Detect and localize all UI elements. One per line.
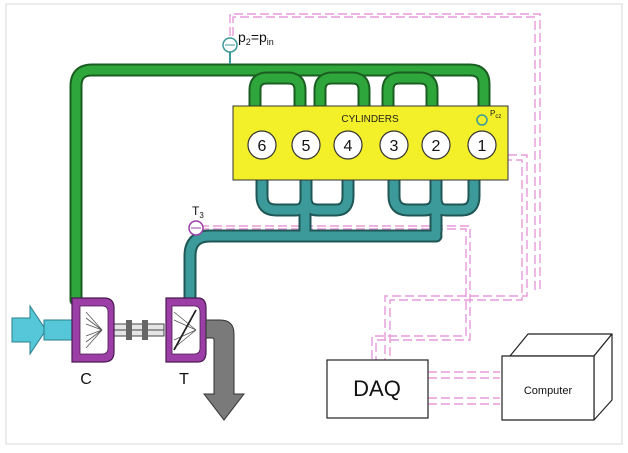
intake-manifold — [69, 63, 491, 307]
signal-line-pcz-b — [384, 125, 528, 360]
cylinder-5 — [291, 130, 321, 160]
exhaust-manifold — [183, 171, 481, 307]
cylinder-1 — [467, 130, 497, 160]
p2-sensor: p2=pin — [222, 29, 274, 64]
daq-box: DAQ — [326, 359, 429, 419]
signal-line-t3-b — [200, 228, 467, 360]
cylinder-label-2: 2 — [432, 138, 441, 155]
t3-label: T — [192, 204, 200, 218]
cylinder-label-6: 6 — [258, 138, 267, 155]
inlet-arrow — [11, 304, 77, 356]
cylinder-6 — [247, 130, 277, 160]
t3-sensor: T3 — [188, 204, 204, 236]
turbine: T — [165, 297, 207, 388]
svg-text:T3: T3 — [192, 204, 204, 220]
cylinder-label-4: 4 — [344, 138, 353, 155]
p2-label-text: p2=pin — [238, 29, 274, 47]
pcz-sub: cz — [495, 114, 501, 120]
cylinder-label-1: 1 — [478, 138, 487, 155]
signal-line-t3 — [200, 225, 471, 360]
signal-lines — [200, 13, 541, 405]
cylinder-group: 6 5 4 3 2 1 — [247, 130, 497, 160]
compressor-label: C — [80, 371, 92, 388]
pcz-label: P — [490, 109, 495, 118]
compressor: C — [71, 297, 115, 388]
turbo-shaft — [111, 320, 165, 340]
cylinder-block — [232, 105, 509, 181]
pcz-sensor: Pcz — [476, 109, 501, 126]
pcz-sensor-icon — [476, 114, 488, 126]
cylinder-2 — [421, 130, 451, 160]
outlet-arrow — [202, 319, 246, 421]
frame — [5, 3, 623, 445]
cylinder-label-5: 5 — [302, 138, 311, 155]
cylinder-label-3: 3 — [390, 138, 399, 155]
signal-line-p2 — [229, 13, 541, 290]
daq-label: DAQ — [353, 376, 401, 401]
computer: Computer — [501, 333, 613, 421]
cylinder-3 — [379, 130, 409, 160]
cylinder-4 — [333, 130, 363, 160]
t3-sub: 3 — [199, 211, 204, 220]
turbine-label: T — [179, 371, 189, 388]
signal-line-p2b — [232, 16, 536, 290]
cylinders-label: CYLINDERS — [341, 114, 399, 125]
computer-label: Computer — [524, 385, 573, 397]
svg-text:Pcz: Pcz — [490, 109, 501, 120]
